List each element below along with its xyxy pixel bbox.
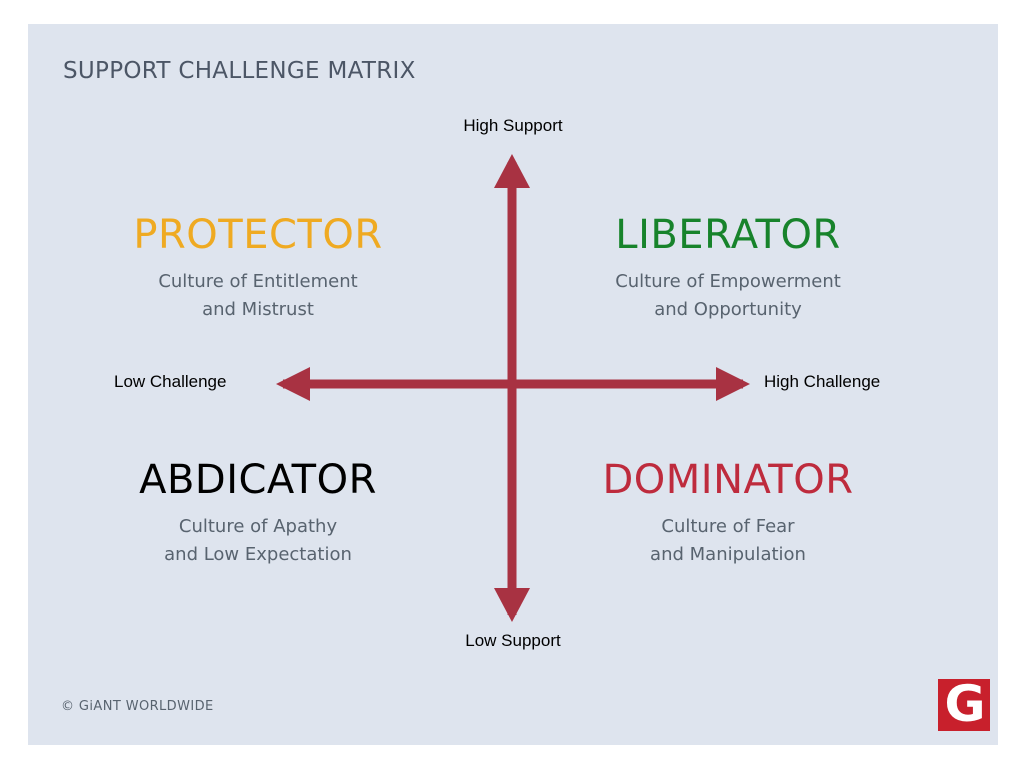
arrowhead-up: [494, 154, 530, 188]
quadrant-subtitle-line: Culture of Apathy: [178, 516, 338, 537]
vertical-axis-line: [507, 162, 517, 615]
quadrant-subtitle-dominator: Culture of Fear and Manipulation: [518, 513, 938, 569]
quadrant-subtitle-liberator: Culture of Empowerment and Opportunity: [518, 268, 938, 324]
quadrant-dominator: DOMINATOR Culture of Fear and Manipulati…: [518, 459, 938, 569]
axis-label-high-challenge: High Challenge: [764, 372, 881, 391]
axis-label-low-challenge: Low Challenge: [114, 372, 227, 391]
slide-canvas: SUPPORT CHALLENGE MATRIX High Support Lo…: [28, 24, 998, 745]
horizontal-axis-line: [283, 379, 743, 389]
quadrant-subtitle-line: and Opportunity: [654, 298, 802, 320]
quadrant-liberator: LIBERATOR Culture of Empowerment and Opp…: [518, 214, 938, 324]
quadrant-protector: PROTECTOR Culture of Entitlement and Mis…: [48, 214, 468, 324]
arrowhead-left: [276, 367, 310, 401]
arrowhead-right: [716, 367, 750, 401]
axis-label-high-support: High Support: [463, 116, 563, 135]
quadrant-subtitle-line: and Manipulation: [650, 543, 806, 565]
page-title: SUPPORT CHALLENGE MATRIX: [63, 58, 416, 84]
quadrant-subtitle-abdicator: Culture of Apathy and Low Expectation: [48, 513, 468, 569]
giant-logo: G: [938, 679, 990, 731]
quadrant-subtitle-line: Culture of Fear: [661, 516, 795, 537]
axis-label-low-support: Low Support: [465, 631, 561, 650]
quadrant-title-liberator: LIBERATOR: [615, 212, 841, 258]
arrowhead-down: [494, 588, 530, 622]
quadrant-subtitle-line: and Low Expectation: [164, 543, 352, 565]
quadrant-subtitle-protector: Culture of Entitlement and Mistrust: [48, 268, 468, 324]
quadrant-title-dominator: DOMINATOR: [602, 457, 854, 503]
quadrant-subtitle-line: Culture of Empowerment: [615, 271, 841, 292]
quadrant-subtitle-line: Culture of Entitlement: [158, 271, 358, 292]
quadrant-title-protector: PROTECTOR: [133, 212, 383, 258]
copyright-text: © GiANT WORLDWIDE: [61, 699, 214, 714]
quadrant-subtitle-line: and Mistrust: [202, 298, 314, 320]
quadrant-abdicator: ABDICATOR Culture of Apathy and Low Expe…: [48, 459, 468, 569]
quadrant-title-abdicator: ABDICATOR: [139, 457, 377, 503]
logo-letter-g: G: [944, 679, 985, 731]
